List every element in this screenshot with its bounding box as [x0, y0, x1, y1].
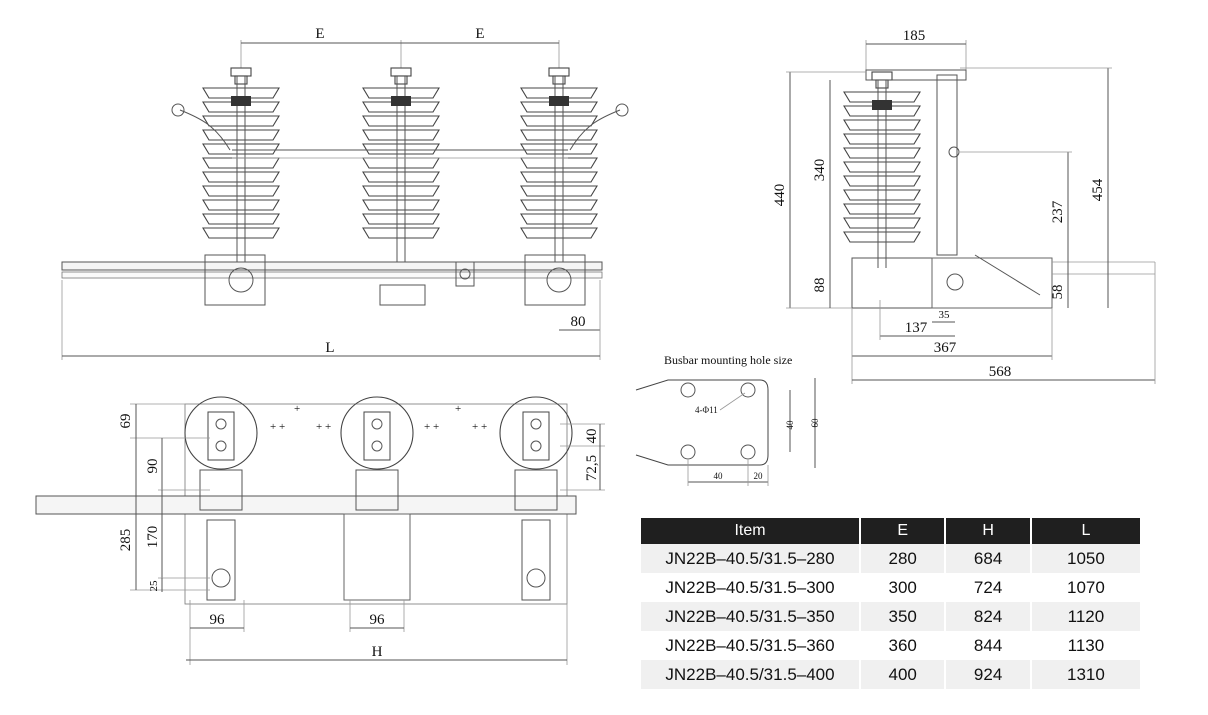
table-row: JN22B–40.5/31.5–300 300 724 1070 [641, 573, 1140, 602]
side-view: 185 440 340 88 237 454 58 35 [772, 28, 1156, 384]
cell-l: 1120 [1030, 602, 1140, 631]
busbar-detail: Busbar mounting hole size 4-Φ11 40 60 40… [635, 353, 820, 486]
busbar-dim-20: 20 [754, 471, 764, 481]
dim-96-left: 96 [210, 612, 226, 628]
dim-285: 285 [118, 529, 134, 552]
dim-440: 440 [772, 184, 788, 207]
cell-h: 824 [945, 602, 1032, 631]
dim-454: 454 [1090, 178, 1106, 201]
cell-item: JN22B–40.5/31.5–400 [641, 660, 861, 689]
busbar-dim-40-h: 40 [714, 471, 724, 481]
header-l: L [1030, 518, 1140, 544]
dim-137: 137 [905, 320, 928, 336]
dim-170: 170 [145, 526, 161, 549]
table-row: JN22B–40.5/31.5–400 400 924 1310 [641, 660, 1140, 689]
cell-item: JN22B–40.5/31.5–280 [641, 544, 861, 573]
svg-text:+: + [294, 403, 300, 415]
dim-568: 568 [989, 364, 1012, 380]
svg-text:+ +: + + [472, 421, 487, 433]
cell-item: JN22B–40.5/31.5–360 [641, 631, 861, 660]
cell-item: JN22B–40.5/31.5–300 [641, 573, 861, 602]
dim-88: 88 [812, 278, 828, 293]
cell-e: 350 [860, 602, 947, 631]
cell-e: 400 [860, 660, 947, 689]
dim-185: 185 [903, 28, 926, 44]
cell-h: 924 [945, 660, 1032, 689]
cell-l: 1050 [1030, 544, 1140, 573]
header-e: E [860, 518, 947, 544]
cell-h: 684 [945, 544, 1032, 573]
cell-l: 1070 [1030, 573, 1140, 602]
busbar-dim-60: 60 [810, 418, 820, 428]
busbar-hole-label: 4-Φ11 [695, 405, 718, 415]
dim-340: 340 [812, 159, 828, 182]
insulator-left [202, 67, 280, 265]
svg-text:+ +: + + [424, 421, 439, 433]
dim-e-left: E [315, 26, 324, 42]
cell-item: JN22B–40.5/31.5–350 [641, 602, 861, 631]
busbar-title: Busbar mounting hole size [664, 353, 792, 367]
dim-h: H [372, 644, 383, 660]
dim-69: 69 [118, 414, 134, 429]
dim-90: 90 [145, 459, 161, 474]
svg-text:+ +: + + [270, 421, 285, 433]
cell-l: 1310 [1030, 660, 1140, 689]
table-header-row: Item E H L [641, 518, 1140, 544]
dim-72-5: 72,5 [584, 455, 600, 481]
plan-view: + + + + + + + + + + 69 285 90 170 25 40 … [35, 396, 605, 665]
dim-80: 80 [571, 314, 586, 330]
svg-text:+: + [455, 403, 461, 415]
table-row: JN22B–40.5/31.5–350 350 824 1120 [641, 602, 1140, 631]
front-view: E E 80 L [61, 26, 629, 360]
table-row: JN22B–40.5/31.5–280 280 684 1050 [641, 544, 1140, 573]
dim-e-right: E [475, 26, 484, 42]
header-h: H [945, 518, 1032, 544]
cell-e: 360 [860, 631, 947, 660]
cell-l: 1130 [1030, 631, 1140, 660]
cell-h: 724 [945, 573, 1032, 602]
dim-58: 58 [1050, 285, 1066, 300]
table-row: JN22B–40.5/31.5–360 360 844 1130 [641, 631, 1140, 660]
insulator-middle [362, 67, 440, 265]
cell-e: 280 [860, 544, 947, 573]
dim-l: L [325, 340, 334, 356]
cell-e: 300 [860, 573, 947, 602]
header-item: Item [641, 518, 861, 544]
dim-40-plan: 40 [584, 429, 600, 444]
dim-96-mid: 96 [370, 612, 386, 628]
spec-table: Item E H L JN22B–40.5/31.5–280 280 684 1… [641, 518, 1140, 689]
busbar-dim-40-v: 40 [785, 420, 795, 430]
cell-h: 844 [945, 631, 1032, 660]
dim-35: 35 [939, 309, 951, 321]
dim-25: 25 [148, 580, 160, 592]
dim-237: 237 [1050, 200, 1066, 223]
svg-text:+ +: + + [316, 421, 331, 433]
dim-367: 367 [934, 340, 957, 356]
insulator-right [520, 67, 598, 265]
